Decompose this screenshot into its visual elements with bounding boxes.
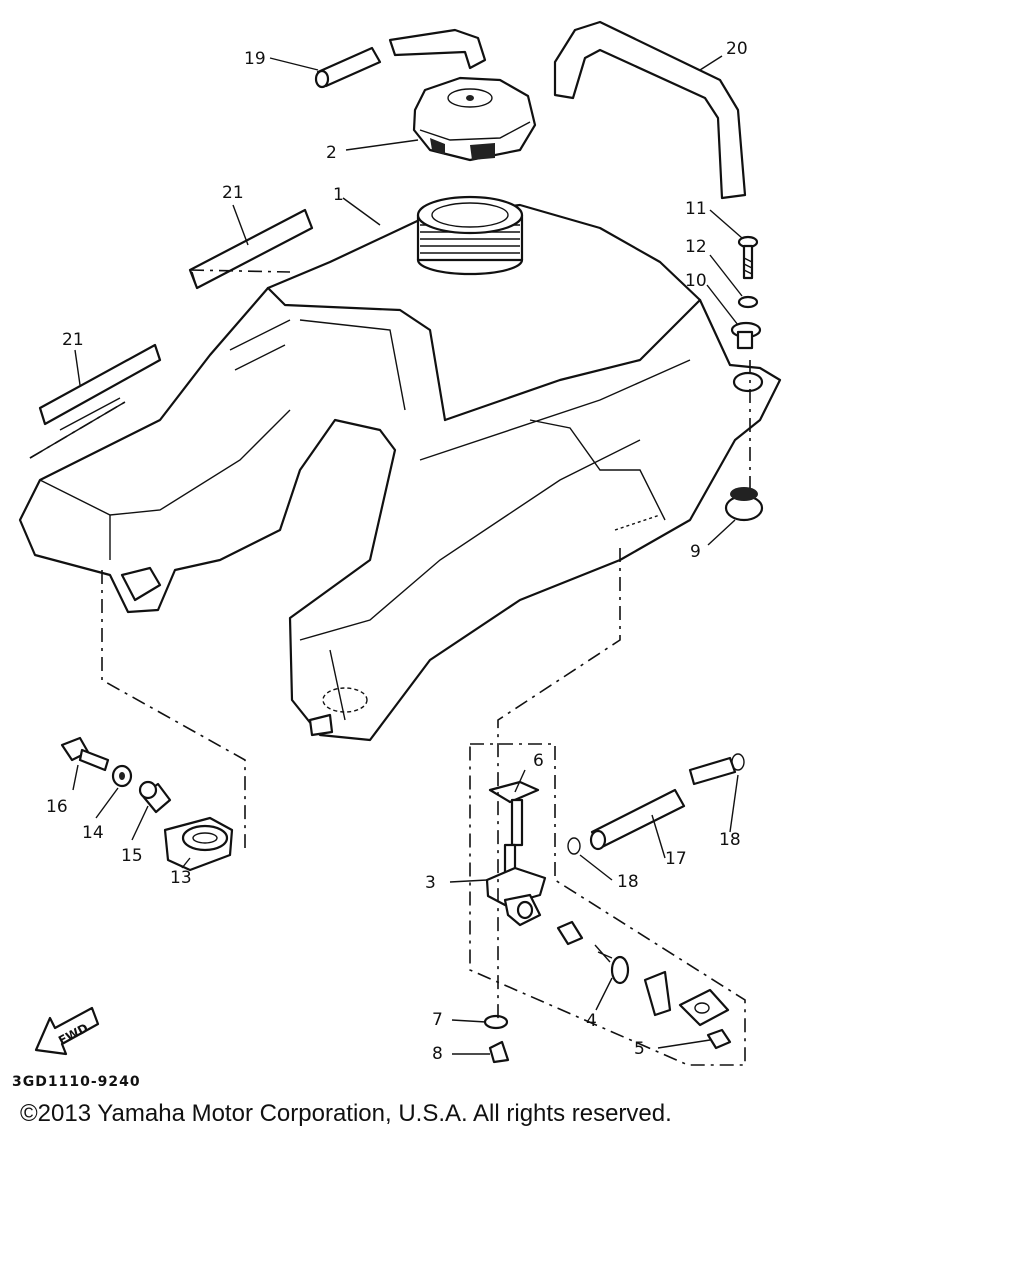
callout-1: 1	[333, 185, 344, 205]
diagram-code: 3GD1110-9240	[12, 1074, 141, 1090]
grommet-9	[724, 487, 764, 522]
callout-17: 17	[665, 849, 687, 869]
bolt-16	[60, 736, 110, 772]
collar-15	[138, 780, 172, 814]
callout-4: 4	[586, 1011, 597, 1031]
callout-21-upper: 21	[222, 183, 244, 203]
callout-14: 14	[82, 823, 104, 843]
callout-labels: 1 2 3 4 5 6 7 8 9 10 11 12 13 14 15 16 1…	[46, 39, 748, 1064]
breather-hose	[314, 28, 487, 89]
assembly-boundaries	[29, 269, 751, 1066]
fuel-tank-exploded-diagram: 1 2 3 4 5 6 7 8 9 10 11 12 13 14 15 16 1…	[18, 20, 782, 1066]
bolt-11	[737, 235, 759, 280]
callout-8: 8	[432, 1044, 443, 1064]
callout-15: 15	[121, 846, 143, 866]
callout-13: 13	[170, 868, 192, 888]
collar-10	[730, 321, 762, 350]
callout-18a: 18	[719, 830, 741, 850]
callout-9: 9	[690, 542, 701, 562]
callout-16: 16	[46, 797, 68, 817]
callout-10: 10	[685, 271, 707, 291]
callout-7: 7	[432, 1010, 443, 1030]
callout-2: 2	[326, 143, 337, 163]
callout-12: 12	[685, 237, 707, 257]
callout-21-lower: 21	[62, 330, 84, 350]
tank-strap	[553, 20, 747, 200]
copyright-notice: ©2013 Yamaha Motor Corporation, U.S.A. A…	[20, 1100, 672, 1127]
washer-14	[111, 764, 133, 788]
washer-12	[737, 295, 759, 309]
callout-19: 19	[244, 49, 266, 69]
leader-lines	[72, 55, 743, 1055]
fwd-arrow-icon: FWD	[34, 1006, 100, 1056]
callout-3: 3	[425, 873, 436, 893]
callout-18b: 18	[617, 872, 639, 892]
callout-5: 5	[634, 1039, 645, 1059]
fuel-cap	[412, 76, 537, 162]
callout-11: 11	[685, 199, 707, 219]
grommet-13	[163, 816, 234, 872]
damper-strip-upper	[188, 208, 314, 290]
fuel-tank	[18, 195, 782, 742]
callout-20: 20	[726, 39, 748, 59]
fuel-cock-assembly	[483, 780, 732, 1064]
callout-6: 6	[533, 751, 544, 771]
hose-clip	[567, 753, 745, 855]
fuel-hose-17	[589, 756, 737, 851]
